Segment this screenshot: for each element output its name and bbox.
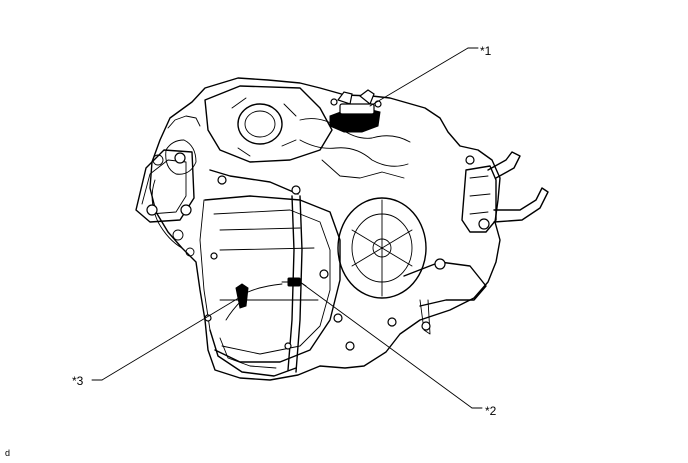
mount-bracket <box>135 149 195 223</box>
upper-case <box>204 85 411 179</box>
oil-cooler <box>461 151 549 233</box>
component-3-bracket <box>225 283 283 321</box>
leader-lines <box>91 47 483 409</box>
transaxle-housing <box>149 77 501 381</box>
housing-ribs <box>199 169 487 377</box>
callout-label-3: *3 <box>72 374 84 388</box>
callout-label-2: *2 <box>485 404 497 418</box>
component-2-connector <box>281 277 307 287</box>
component-1-sensor <box>329 89 382 133</box>
figure-code: d <box>5 448 11 458</box>
callout-label-1: *1 <box>480 44 492 58</box>
